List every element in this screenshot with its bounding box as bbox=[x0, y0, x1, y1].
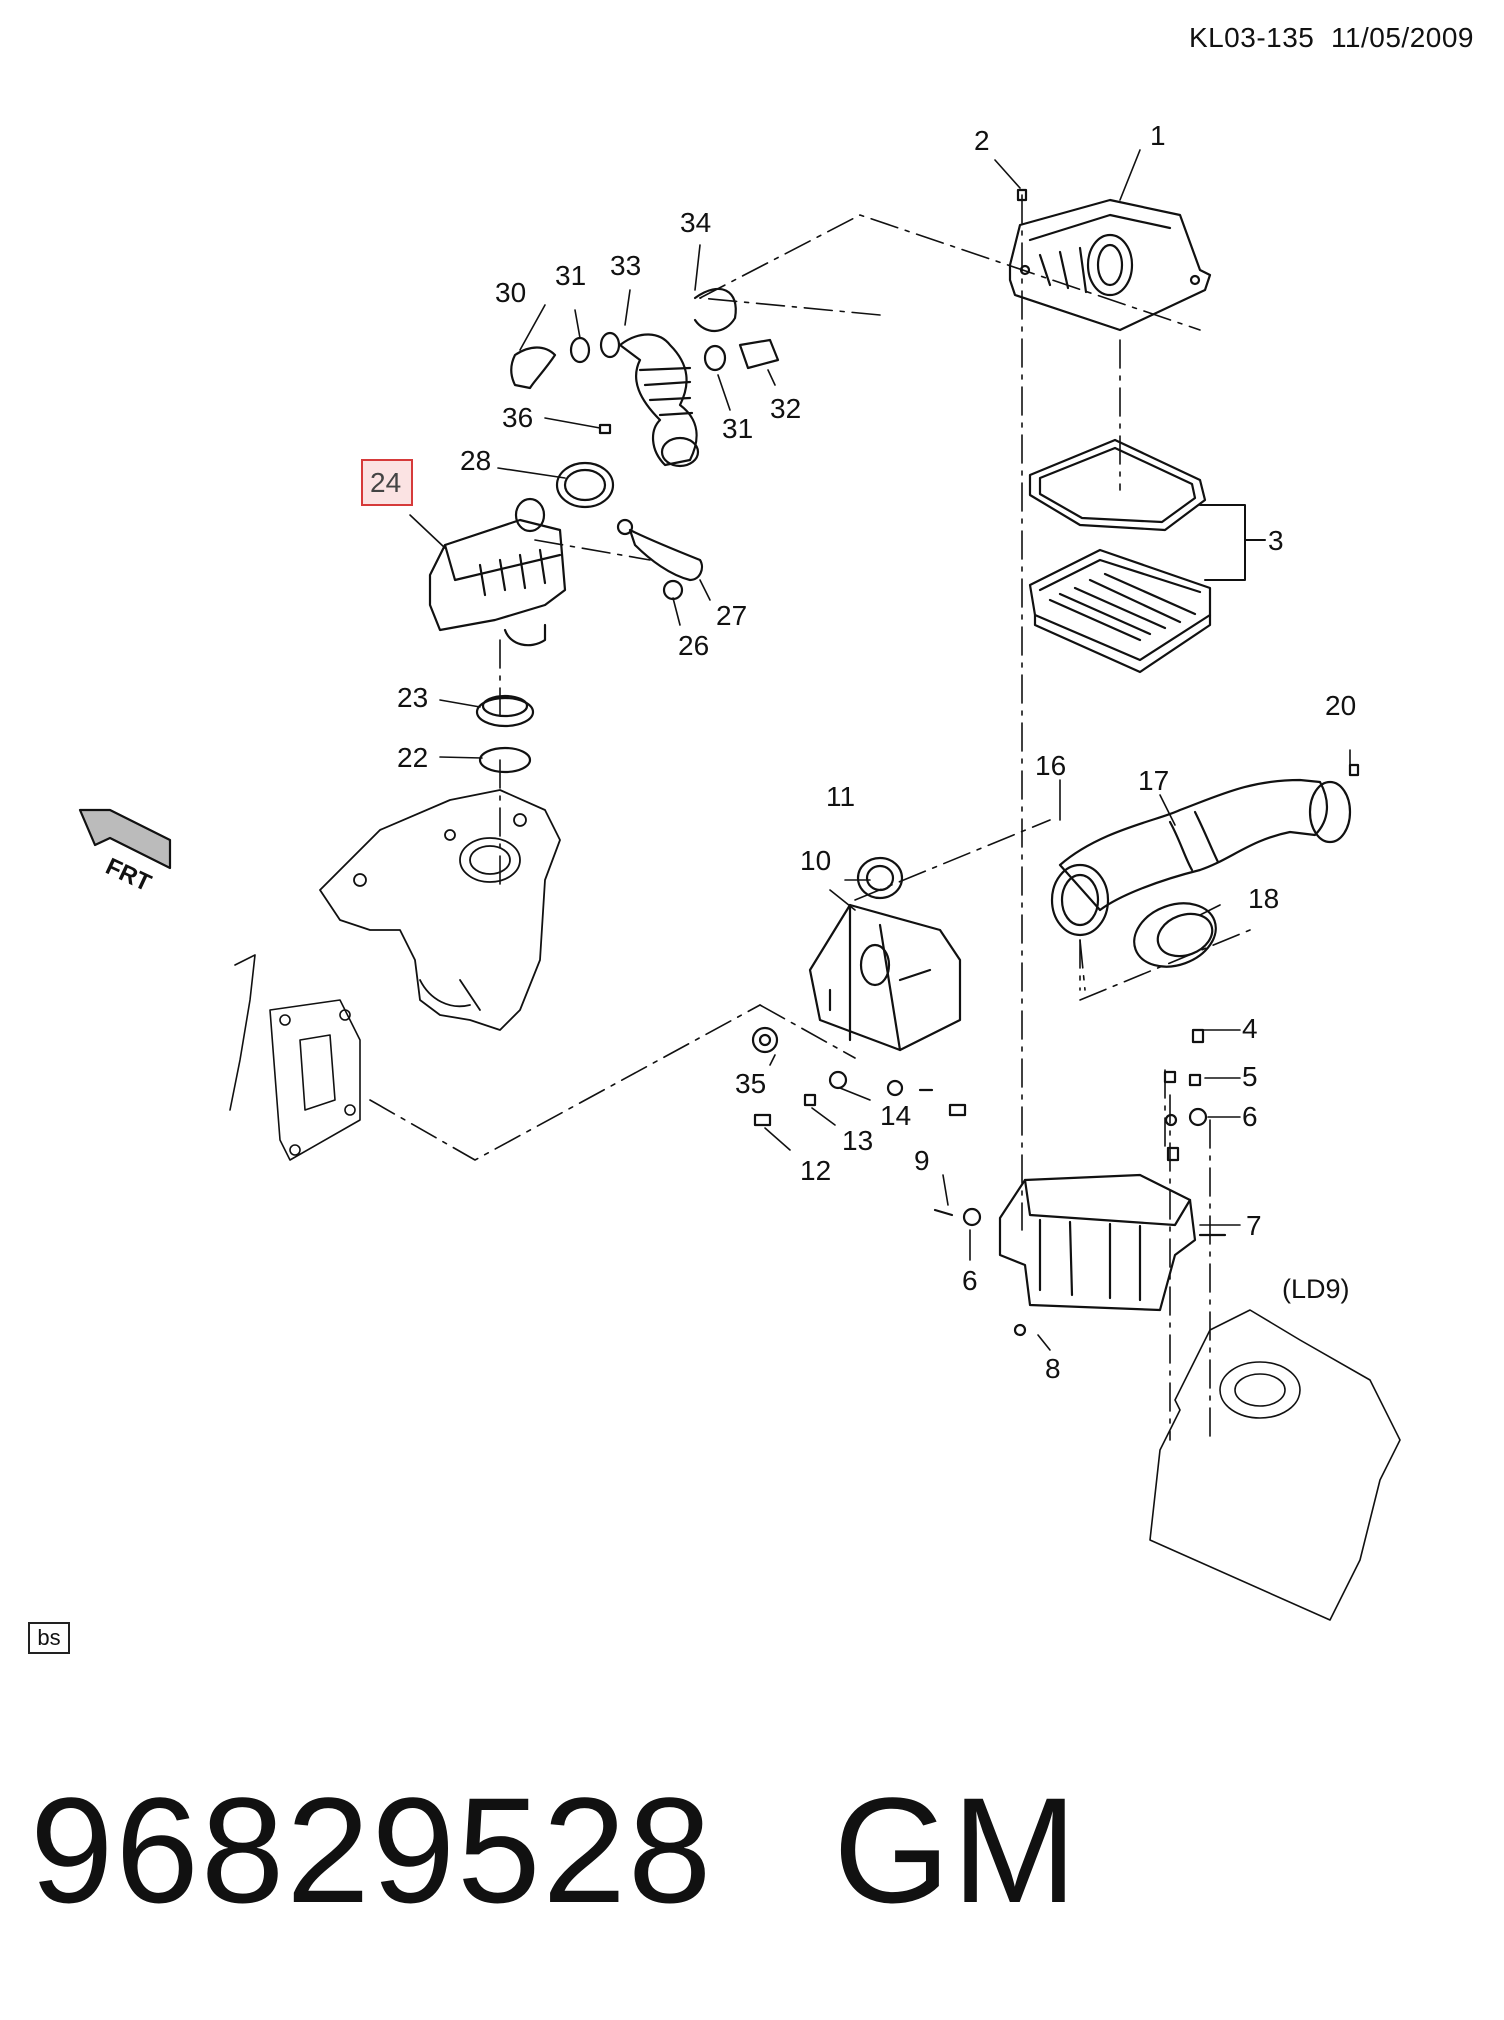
callout-35: 35 bbox=[735, 1068, 766, 1099]
intake-manifold bbox=[319, 789, 561, 1031]
screw bbox=[1016, 188, 1028, 202]
ring-11 bbox=[856, 856, 904, 900]
callout-30: 30 bbox=[495, 277, 526, 308]
callout-14: 14 bbox=[880, 1100, 911, 1131]
manufacturer: GM bbox=[833, 1766, 1080, 1934]
highlighted-part-24 bbox=[428, 497, 567, 647]
callout-18: 18 bbox=[1248, 883, 1279, 914]
callout-27: 27 bbox=[716, 600, 747, 631]
callout-26: 26 bbox=[678, 630, 709, 661]
screw-20 bbox=[1348, 763, 1360, 777]
leader-3 bbox=[1199, 504, 1266, 581]
callout-23: 23 bbox=[397, 682, 428, 713]
callout-9: 9 bbox=[914, 1145, 930, 1176]
callout-6b: 6 bbox=[962, 1265, 978, 1296]
lower-housing bbox=[998, 1173, 1227, 1312]
part-number: 96829528 bbox=[30, 1766, 714, 1934]
callout-36: 36 bbox=[502, 402, 533, 433]
callout-labels: 1 2 3 4 5 6 6 7 8 9 10 11 12 13 14 16 17… bbox=[101, 120, 1356, 1384]
clamps-22-23 bbox=[475, 694, 535, 774]
duct-seal bbox=[1133, 902, 1217, 968]
callout-8: 8 bbox=[1045, 1353, 1061, 1384]
callout-2: 2 bbox=[974, 125, 990, 156]
callout-34: 34 bbox=[680, 207, 711, 238]
leader-lines bbox=[409, 149, 1351, 1351]
callout-4: 4 bbox=[1242, 1013, 1258, 1044]
diagram-header: KL03-135 11/05/2009 bbox=[1189, 22, 1474, 54]
corner-tag: bs bbox=[28, 1622, 70, 1654]
gasket bbox=[1028, 438, 1207, 532]
engine-variant-label: (LD9) bbox=[1282, 1274, 1350, 1304]
callout-10: 10 bbox=[800, 845, 831, 876]
callout-12: 12 bbox=[800, 1155, 831, 1186]
callout-33: 33 bbox=[610, 250, 641, 281]
callout-6: 6 bbox=[1242, 1101, 1258, 1132]
engine-plate bbox=[229, 954, 361, 1161]
hose-27-26 bbox=[616, 518, 704, 601]
callout-31: 31 bbox=[555, 260, 586, 291]
callout-13: 13 bbox=[842, 1125, 873, 1156]
upper-housing bbox=[1008, 198, 1212, 332]
callout-31b: 31 bbox=[722, 413, 753, 444]
doc-date: 11/05/2009 bbox=[1330, 22, 1474, 53]
callout-17: 17 bbox=[1138, 765, 1169, 796]
ring-28 bbox=[555, 461, 615, 509]
callout-28: 28 bbox=[460, 445, 491, 476]
air-duct bbox=[1050, 778, 1352, 937]
alignment-lines bbox=[369, 194, 1251, 1441]
intake-hose bbox=[510, 287, 780, 468]
filter-element bbox=[1028, 548, 1212, 674]
direction-label: FRT bbox=[101, 853, 155, 897]
callout-32: 32 bbox=[770, 393, 801, 424]
doc-code: KL03-135 bbox=[1188, 22, 1315, 53]
callout-1: 1 bbox=[1150, 120, 1166, 151]
callout-24: 24 bbox=[370, 467, 401, 498]
callout-3: 3 bbox=[1268, 525, 1284, 556]
callout-24-highlight: 24 bbox=[361, 459, 413, 506]
callout-5: 5 bbox=[1242, 1061, 1258, 1092]
parts-drawing: 1 2 3 4 5 6 6 7 8 9 10 11 12 13 14 16 17… bbox=[78, 120, 1401, 1621]
callout-7: 7 bbox=[1246, 1210, 1262, 1241]
fasteners-12-14-35 bbox=[751, 1026, 967, 1127]
body-panel bbox=[1149, 1309, 1401, 1621]
front-direction-arrow bbox=[78, 808, 172, 870]
resonator bbox=[808, 903, 962, 1052]
callout-16: 16 bbox=[1035, 750, 1066, 781]
callout-20: 20 bbox=[1325, 690, 1356, 721]
callout-22: 22 bbox=[397, 742, 428, 773]
callout-11: 11 bbox=[826, 781, 855, 812]
